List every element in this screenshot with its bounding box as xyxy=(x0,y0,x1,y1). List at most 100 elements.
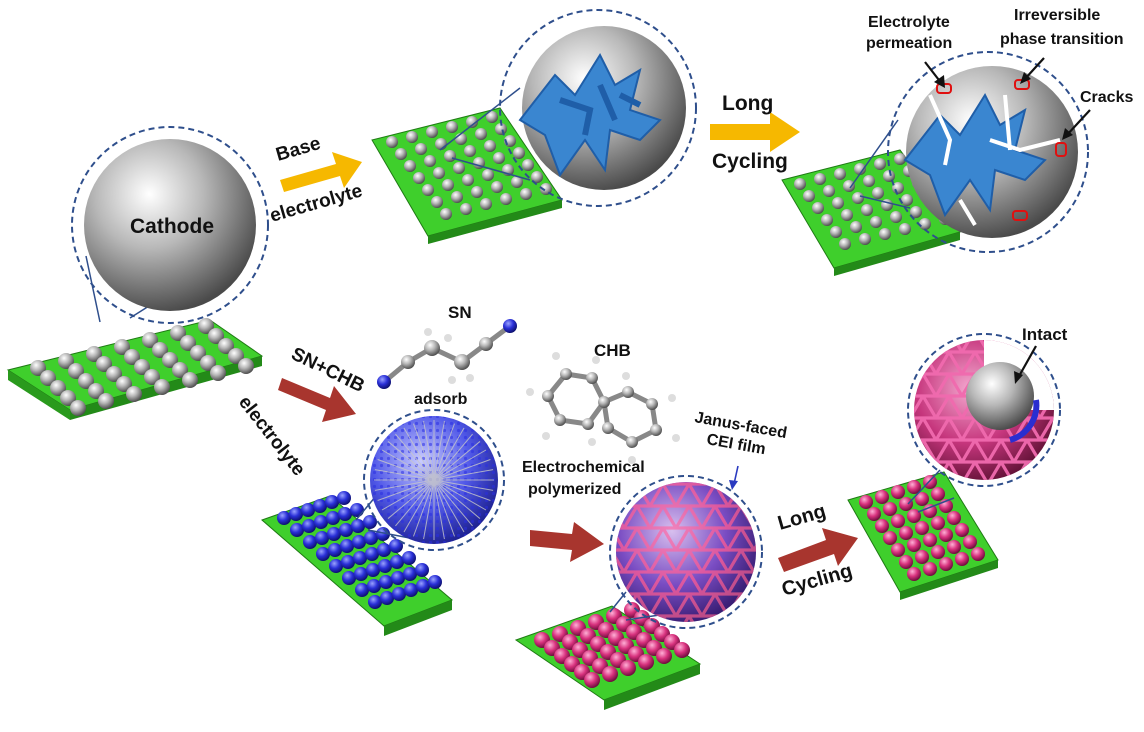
cracked-particle xyxy=(424,155,436,167)
intact-particle xyxy=(931,487,945,501)
intact-particle xyxy=(867,507,881,521)
sphere-spike xyxy=(381,479,435,511)
intact-particle xyxy=(899,555,913,569)
cracked-particle xyxy=(433,167,445,179)
degraded-particle xyxy=(841,209,853,221)
sn-particle xyxy=(302,519,316,533)
cracked-particle xyxy=(386,136,398,148)
electrolyte-permeation-label-1: Electrolyte xyxy=(868,14,950,31)
cycled-plate-base xyxy=(371,107,563,244)
cathode-particle xyxy=(154,379,170,395)
cei-particle xyxy=(638,654,654,670)
cracked-particle xyxy=(435,138,447,150)
cracked-particle xyxy=(484,140,496,152)
cathode-particle xyxy=(144,369,160,385)
degraded-particle xyxy=(910,206,922,218)
cathode-particle xyxy=(124,349,140,365)
cracked-particle xyxy=(491,181,503,193)
cathode-particle xyxy=(170,325,186,341)
sn-particle xyxy=(351,519,365,533)
cracked-particle xyxy=(442,179,454,191)
zoom-line xyxy=(439,87,521,151)
cracked-particle xyxy=(522,159,534,171)
sn-particle xyxy=(368,595,382,609)
cei-particle xyxy=(620,660,636,676)
cathode-particle xyxy=(88,383,104,399)
long-label-top: Long xyxy=(722,92,773,115)
sphere-spike xyxy=(433,479,465,533)
cathode-particle xyxy=(210,365,226,381)
degraded-particle xyxy=(832,197,844,209)
degraded-particle xyxy=(883,170,895,182)
intact-particle xyxy=(907,567,921,581)
intact-particle xyxy=(891,543,905,557)
zoom-line xyxy=(451,157,531,181)
sn-particle xyxy=(365,547,379,561)
degraded-particle xyxy=(879,228,891,240)
electrolyte-permeation-label-2: permeation xyxy=(866,35,952,52)
cathode-particle xyxy=(50,380,66,396)
sn-adsorbed-plate xyxy=(261,491,453,636)
sphere-spike xyxy=(433,420,445,481)
adsorb-label: adsorb xyxy=(414,391,468,408)
degraded-particle xyxy=(852,192,864,204)
cracked-particle xyxy=(486,111,498,123)
degraded-particle xyxy=(843,180,855,192)
sn-particle xyxy=(289,507,303,521)
pointer-arrow xyxy=(1065,109,1091,137)
cathode-particle xyxy=(190,345,206,361)
long-cycling-arrow-top xyxy=(710,112,800,152)
cathode-particle xyxy=(58,353,74,369)
sphere-spike xyxy=(433,449,487,481)
intact-particle xyxy=(955,523,969,537)
chb-molecule xyxy=(545,371,659,445)
sn-particle xyxy=(378,559,392,573)
sn-particle xyxy=(416,579,430,593)
irreversible-label-2: phase transition xyxy=(1000,31,1124,48)
intact-particle xyxy=(955,552,969,566)
cracked-particle xyxy=(426,126,438,138)
sn-particle xyxy=(326,511,340,525)
intact-particle xyxy=(899,526,913,540)
sn-particle xyxy=(328,543,342,557)
sn-particle xyxy=(316,547,330,561)
cracks-label: Cracks xyxy=(1080,89,1133,106)
sn-particle xyxy=(389,539,403,553)
sn-particle xyxy=(377,543,391,557)
long-label-bottom: Long xyxy=(775,500,828,535)
cracked-particle xyxy=(513,147,525,159)
degraded-particle xyxy=(890,211,902,223)
intact-particle xyxy=(859,495,873,509)
cracked-particle xyxy=(406,131,418,143)
sphere-spike xyxy=(433,423,455,481)
cathode-particle xyxy=(86,346,102,362)
sphere-spike xyxy=(377,479,435,501)
cracked-particle xyxy=(444,150,456,162)
degraded-particle xyxy=(899,223,911,235)
cathode-plate xyxy=(6,318,264,420)
degraded-particle xyxy=(850,221,862,233)
intact-particle xyxy=(915,521,929,535)
cracked-particle xyxy=(500,193,512,205)
degraded-particle xyxy=(794,178,806,190)
sn-particle xyxy=(355,583,369,597)
cathode-particle xyxy=(78,373,94,389)
cei-plate xyxy=(514,602,702,710)
sn-particle xyxy=(404,583,418,597)
intact-particle xyxy=(915,550,929,564)
zoom-line xyxy=(917,497,955,513)
sn-particle xyxy=(339,523,353,537)
sn-chb-arrow xyxy=(278,378,356,422)
intact-particle xyxy=(891,514,905,528)
sphere-spike xyxy=(433,441,481,481)
degraded-particle xyxy=(854,163,866,175)
cathode-particle xyxy=(180,335,196,351)
cathode-particle xyxy=(116,376,132,392)
sn-particle xyxy=(402,551,416,565)
intact-particle xyxy=(923,475,937,489)
intact-plate xyxy=(847,471,999,600)
long-cycling-arrow-bottom xyxy=(778,528,858,572)
intact-particle xyxy=(907,538,921,552)
cathode-particle xyxy=(98,393,114,409)
